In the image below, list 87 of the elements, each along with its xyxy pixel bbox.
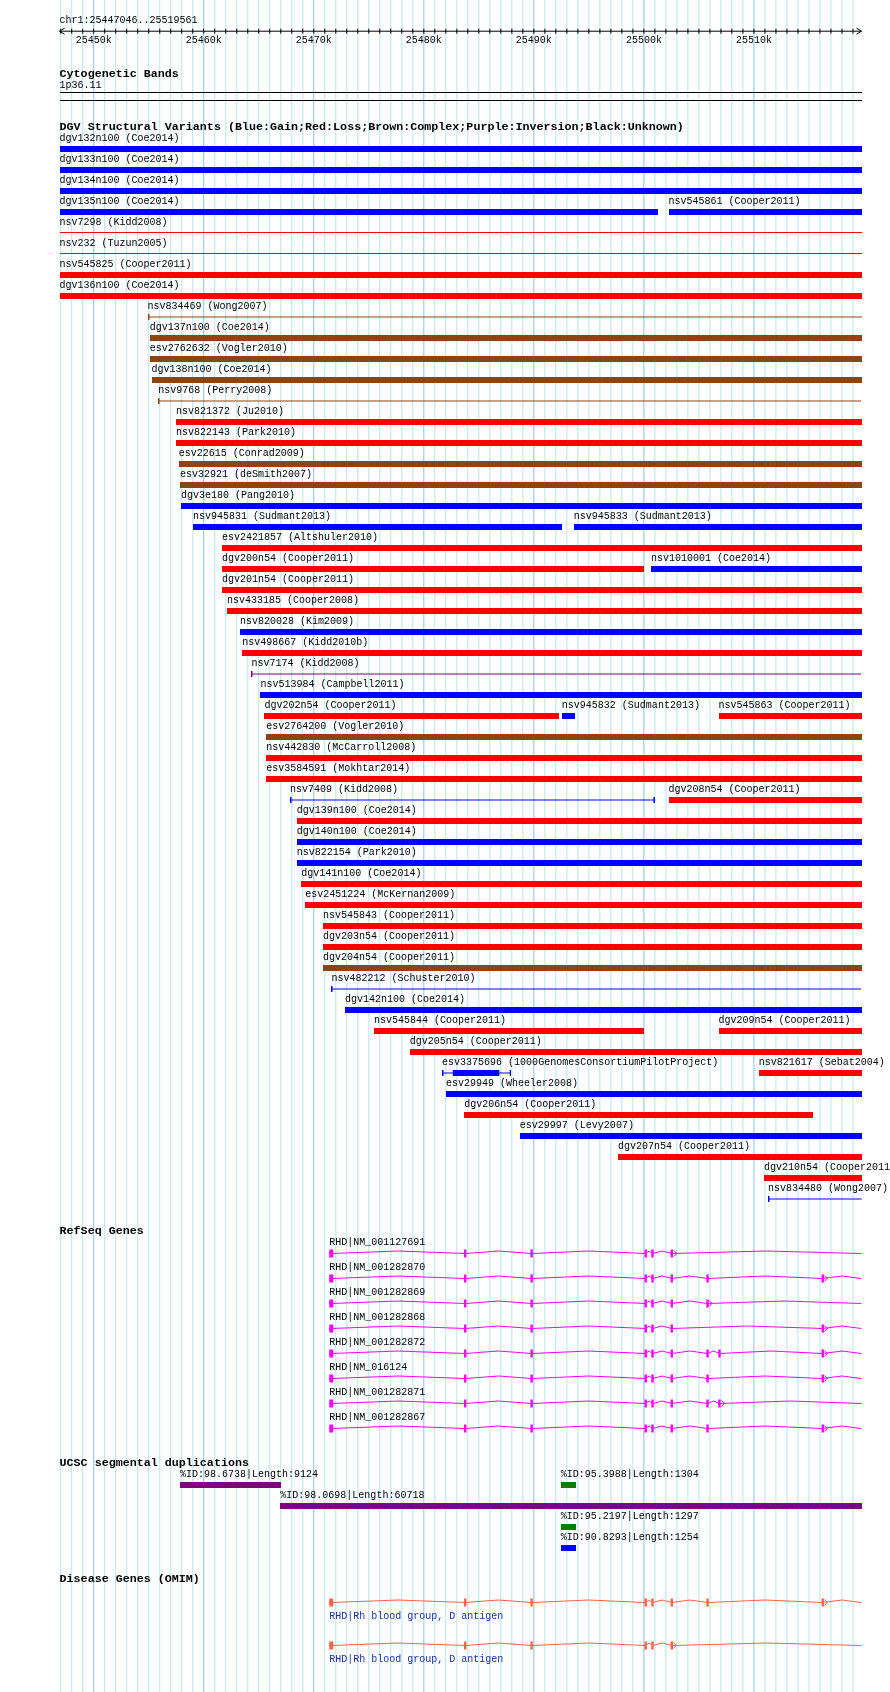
variant-label: esv29949 (Wheeler2008) [446,1077,579,1090]
variant-label: nsv513984 (Campbell2011) [260,678,405,691]
variant-label: dgv209n54 (Cooper2011) [718,1014,851,1027]
duplication-label: %ID:90.8293|Length:1254 [560,1532,699,1544]
axis-tick-label: 25500k [625,34,662,47]
variant-label: dgv206n54 (Cooper2011) [464,1098,597,1111]
disease-gene-label: RHD|Rh blood group, D antigen [329,1654,504,1667]
transcript-label: RHD|NM_016124 [329,1361,408,1374]
variant-label: nsv834480 (Wong2007) [767,1182,888,1195]
variant-label: nsv821617 (Sebat2004) [758,1056,885,1069]
duplication-label: %ID:95.3988|Length:1304 [560,1469,699,1481]
axis-tick-label: 25490k [515,34,552,47]
variant-label: nsv945831 (Sudmant2013) [192,510,331,523]
duplication-label: %ID:95.2197|Length:1297 [560,1511,699,1523]
variant-label: nsv1010001 (Coe2014) [650,552,771,565]
variant-label: dgv210n54 (Cooper2011 [763,1161,890,1174]
variant-label: dgv135n100 (Coe2014) [59,195,180,208]
variant-label: dgv134n100 (Coe2014) [59,174,180,187]
track-heading: RefSeq Genes [59,1223,144,1238]
variant-label: nsv821372 (Ju2010) [175,405,284,418]
transcript-label: RHD|NM_001282870 [329,1262,426,1275]
variant-label: esv32921 (deSmith2007) [179,468,312,481]
variant-label: nsv822143 (Park2010) [175,426,296,439]
variant-label: dgv205n54 (Cooper2011) [409,1035,542,1048]
transcript-label: RHD|NM_001282868 [329,1312,426,1324]
variant-label: dgv208n54 (Cooper2011) [668,783,801,796]
variant-label: dgv202n54 (Cooper2011) [264,699,397,712]
transcript-label: RHD|NM_001282869 [329,1287,426,1300]
variant-label: nsv482212 (Schuster2010) [331,972,476,985]
track-heading: UCSC segmental duplications [59,1455,249,1470]
transcript-label: RHD|NM_001127691 [329,1237,426,1250]
variant-label: dgv142n100 (Coe2014) [345,993,466,1006]
variant-label: nsv9768 (Perry2008) [158,384,273,397]
transcript-label: RHD|NM_001282872 [329,1336,426,1349]
variant-label: esv22615 (Conrad2009) [178,447,305,460]
variant-label: nsv945833 (Sudmant2013) [573,510,712,523]
variant-label: nsv820028 (Kim2009) [240,615,355,628]
variant-label: nsv7298 (Kidd2008) [59,216,168,229]
variant-label: nsv834469 (Wong2007) [147,300,268,313]
variant-label: esv3584591 (Mokhtar2014) [266,762,411,775]
axis-tick-label: 25450k [75,34,112,47]
duplication-label: %ID:98.0698|Length:60718 [280,1489,425,1502]
variant-label: dgv133n100 (Coe2014) [59,153,180,166]
variant-label: nsv7174 (Kidd2008) [251,657,360,670]
variant-label: dgv137n100 (Coe2014) [149,321,270,334]
variant-label: dgv139n100 (Coe2014) [296,804,417,817]
variant-label: esv2451224 (McKernan2009) [305,888,456,901]
variant-label: nsv545843 (Cooper2011) [322,909,455,922]
variant-label: dgv138n100 (Coe2014) [151,363,272,376]
disease-gene-label: RHD|Rh blood group, D antigen [329,1610,504,1623]
variant-label: nsv545825 (Cooper2011) [59,258,192,271]
track-heading: Disease Genes (OMIM) [59,1571,200,1586]
variant-label: dgv207n54 (Cooper2011) [618,1140,751,1153]
track-heading: Cytogenetic Bands [59,66,179,81]
variant-label: dgv3e180 (Pang2010) [181,489,296,502]
variant-label: dgv200n54 (Cooper2011) [221,552,354,565]
variant-label: dgv141n100 (Coe2014) [301,867,422,880]
variant-label: dgv140n100 (Coe2014) [296,825,417,838]
variant-label: dgv201n54 (Cooper2011) [221,573,354,586]
variant-label: esv3375696 (1000GenomesConsortiumPilotProject) [442,1056,719,1069]
variant-label: nsv545863 (Cooper2011) [718,699,851,712]
variant-label: nsv945832 (Sudmant2013) [561,699,700,712]
transcript-label: RHD|NM_001282867 [329,1411,426,1424]
variant-label: nsv545861 (Cooper2011) [668,195,801,208]
duplication-label: %ID:98.6738|Length:9124 [179,1469,318,1481]
variant-label: dgv204n54 (Cooper2011) [322,951,455,964]
variant-label: esv2421857 (Altshuler2010) [221,531,378,544]
variant-label: dgv203n54 (Cooper2011) [322,930,455,943]
variant-label: nsv232 (Tuzun2005) [59,237,168,250]
axis-tick-label: 25470k [295,34,332,47]
variant-label: esv2762632 (Vogler2010) [149,342,288,355]
variant-label: esv29997 (Levy2007) [519,1119,634,1132]
variant-label: nsv545844 (Cooper2011) [374,1014,507,1027]
variant-label: nsv498667 (Kidd2010b) [242,636,369,649]
axis-tick-label: 25480k [405,34,442,47]
variant-label: dgv132n100 (Coe2014) [59,132,180,145]
axis-tick-label: 25460k [185,34,222,47]
variant-label: nsv822154 (Park2010) [296,846,417,859]
coordinate-label: chr1:25447046..25519561 [59,15,198,27]
band-label: 1p36.11 [59,80,102,93]
transcript-label: RHD|NM_001282871 [329,1386,426,1399]
variant-label: nsv7409 (Kidd2008) [290,783,399,796]
variant-label: nsv442830 (McCarroll2008) [266,741,417,754]
variant-label: nsv433185 (Cooper2008) [227,594,360,607]
variant-label: dgv136n100 (Coe2014) [59,279,180,292]
variant-label: esv2764200 (Vogler2010) [266,720,405,733]
axis-tick-label: 25510k [735,34,772,47]
